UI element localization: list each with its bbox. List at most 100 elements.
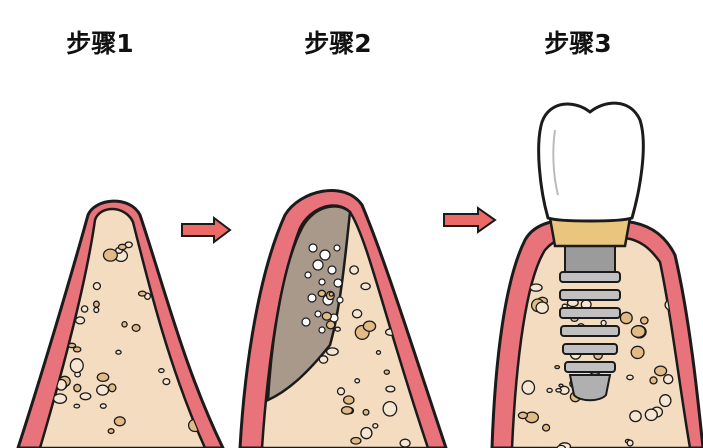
bone-speckle (626, 439, 634, 447)
bone-speckle (644, 408, 658, 422)
bone-speckle (107, 383, 117, 393)
bone-speckle (653, 365, 668, 377)
dental-implant-screw (559, 244, 621, 402)
bone-speckle (328, 291, 335, 297)
bone-speckle (99, 403, 107, 409)
bone-speckle (49, 245, 60, 254)
bone-speckle (360, 426, 373, 440)
right-arrow-icon (181, 216, 232, 244)
bone-speckle (351, 308, 363, 319)
bone-speckle (395, 269, 402, 274)
bone-speckle (426, 317, 428, 332)
bone-speckle (372, 422, 379, 429)
bone-speckle (434, 380, 440, 385)
bone-speckle (556, 444, 567, 448)
bone-speckle (80, 305, 89, 313)
bone-speckle (121, 320, 128, 328)
bone-speckle (423, 345, 428, 357)
bone-speckle (176, 318, 187, 329)
bone-speckle (422, 329, 428, 335)
bone-speckle (325, 347, 339, 356)
bone-speckle (69, 358, 84, 374)
step-3-label: 步骤3 (544, 29, 612, 58)
bone-speckle (137, 290, 147, 297)
bone-speckle (555, 387, 562, 393)
bone-speckle (659, 394, 672, 408)
right-arrow-icon (443, 206, 497, 234)
bone-speckle (113, 416, 126, 427)
bone-speckle (382, 400, 398, 417)
bone-speckle (360, 282, 371, 291)
bone-speckle (321, 311, 332, 321)
bone-speckle (399, 438, 411, 448)
bone-speckle (385, 385, 396, 393)
bone-speckle (92, 281, 102, 291)
bone-speckle (626, 374, 634, 381)
step-1-jaw (16, 199, 225, 448)
bone-speckle (630, 345, 645, 360)
bone-speckle (102, 248, 118, 262)
bone-speckle (117, 243, 127, 251)
graft-granules (301, 243, 344, 334)
bone-speckle (629, 410, 642, 423)
bone-speckle (72, 346, 82, 353)
bone-speckle (630, 325, 646, 338)
bone-speckle (375, 350, 382, 355)
bone-speckle (600, 319, 607, 327)
bone-speckle (649, 376, 658, 385)
bone-speckle (429, 284, 437, 289)
bone-speckle (115, 349, 122, 355)
bone-speckle (639, 316, 649, 325)
bone-speckle (96, 384, 110, 396)
bone-speckle (554, 364, 561, 370)
bone-speckle (40, 307, 47, 317)
bone-speckle (60, 242, 76, 258)
bone-speckle (438, 271, 442, 274)
bone-speckle (340, 405, 354, 415)
bone-speckle (342, 395, 355, 405)
bone-speckle (362, 320, 377, 332)
bone-speckle (318, 355, 329, 364)
bone-speckle (67, 342, 77, 349)
bone-speckle (92, 300, 100, 308)
bone-speckle (52, 393, 68, 404)
bone-speckle (350, 436, 362, 445)
bone-speckle (349, 265, 360, 275)
bone-speckle (362, 408, 370, 416)
bone-speckle (325, 320, 336, 330)
bone-speckle (79, 392, 92, 401)
bone-speckle (535, 301, 549, 315)
crown-highlight (552, 129, 559, 196)
step-2-jaw (238, 189, 448, 448)
bone-speckle (107, 428, 115, 435)
bone-speckle (354, 378, 361, 384)
bone-speckle (93, 306, 100, 314)
bone-speckle (529, 283, 543, 292)
step-1-label: 步骤1 (66, 29, 134, 58)
bone-speckle (195, 368, 202, 376)
bone-speckle (73, 403, 81, 409)
bone-speckle (317, 289, 327, 298)
bone-speckle (73, 383, 82, 393)
bone-speckle (383, 369, 391, 375)
bone-speckle (158, 368, 165, 374)
bone-speckle (49, 250, 57, 257)
bone-speckle (131, 323, 141, 332)
bone-speckle (422, 297, 428, 303)
bone-speckle (546, 387, 553, 394)
step-3-jaw (490, 101, 703, 448)
bone-speckle (60, 236, 73, 245)
bone-speckle (521, 380, 536, 395)
bone-speckle (162, 377, 171, 386)
bone-speckle (517, 411, 529, 420)
bone-speckle (187, 300, 198, 310)
bone-speckle (74, 316, 86, 325)
bone-speckle (541, 423, 551, 432)
bone-speckle (662, 374, 674, 385)
step-2-label: 步骤2 (304, 29, 372, 58)
bone-speckle (334, 326, 341, 332)
bone-speckle (619, 311, 633, 325)
bone-speckle (401, 269, 409, 276)
